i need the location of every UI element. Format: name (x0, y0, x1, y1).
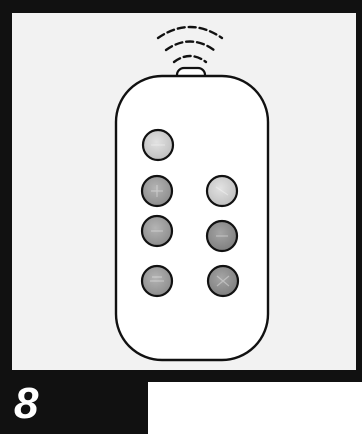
remote-body (116, 76, 268, 360)
step-number: 8 (14, 378, 39, 430)
